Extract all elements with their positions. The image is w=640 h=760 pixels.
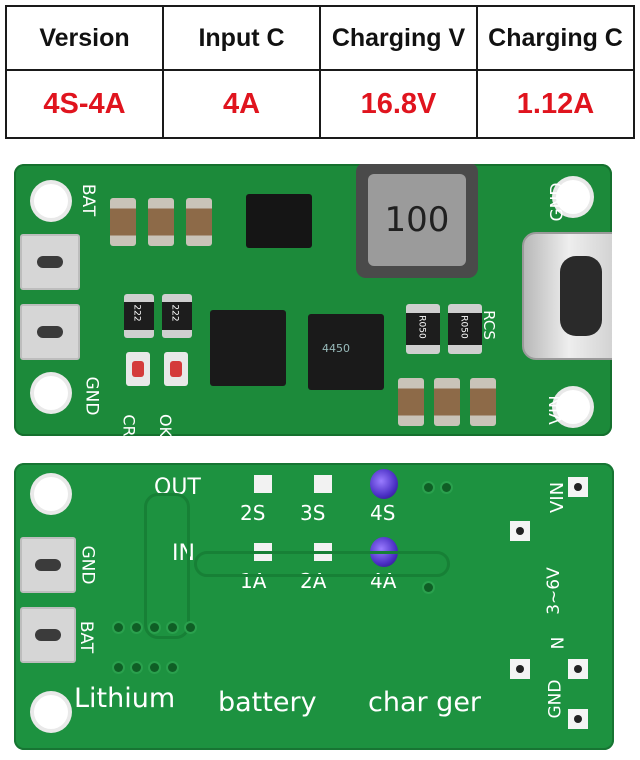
caption-charger: char ger <box>368 687 482 718</box>
resistor: 222 <box>124 294 154 338</box>
mount-hole <box>34 695 68 729</box>
usb-c-port <box>522 232 612 360</box>
value-input-current: 4A <box>162 69 321 139</box>
via <box>132 663 141 672</box>
mount-hole <box>34 184 68 218</box>
pcb-trace <box>144 493 190 639</box>
via <box>150 623 159 632</box>
bat-terminal-pad <box>20 234 80 290</box>
pcb-bottom-side: GND BAT OUT IN 2S 3S 4S 1A 2A 4A <box>14 463 614 750</box>
via <box>150 663 159 672</box>
bat-terminal-pad <box>20 607 76 663</box>
capacitor <box>434 378 460 426</box>
sense-resistor: R050 <box>406 304 440 354</box>
silk-1a: 1A <box>240 569 267 593</box>
silk-n: N <box>548 636 569 650</box>
silk-cr: CR <box>119 414 139 436</box>
silk-3-6v: 3~6V <box>543 567 564 615</box>
silk-bat: BAT <box>78 183 99 217</box>
pcb-top-side: BAT GND GND VIN CR OK RCS 100 222 222 44… <box>14 164 612 436</box>
via <box>132 623 141 632</box>
value-version: 4S-4A <box>5 69 164 139</box>
capacitor <box>110 198 136 246</box>
value-charging-voltage: 16.8V <box>319 69 478 139</box>
spec-header-row: Version Input C Charging V Charging C <box>5 5 635 71</box>
silk-gnd: GND <box>77 545 98 585</box>
mount-hole <box>556 180 590 214</box>
via <box>168 623 177 632</box>
power-inductor: 100 <box>356 164 478 278</box>
mount-hole <box>556 390 590 424</box>
mosfet-ic: 4450 <box>308 314 384 390</box>
silk-2a: 2A <box>300 569 327 593</box>
value-charging-current: 1.12A <box>476 69 635 139</box>
silk-vin: VIN <box>547 481 569 514</box>
via <box>114 663 123 672</box>
silk-ok: OK <box>156 413 176 436</box>
spec-value-row: 4S-4A 4A 16.8V 1.12A <box>5 69 635 139</box>
silk-bat: BAT <box>76 620 97 654</box>
gnd-terminal-pad <box>20 537 76 593</box>
via <box>442 483 451 492</box>
mount-hole <box>34 376 68 410</box>
silk-gnd: GND <box>81 376 102 416</box>
resistor: 222 <box>162 294 192 338</box>
schottky-diode <box>246 194 312 248</box>
test-pad <box>510 521 530 541</box>
via <box>114 623 123 632</box>
silk-gnd-right: GND <box>547 182 568 222</box>
test-pad <box>568 709 588 729</box>
capacitor <box>398 378 424 426</box>
header-charging-current: Charging C <box>476 5 635 71</box>
caption-battery: battery <box>218 687 317 718</box>
caption-lithium: Lithium <box>74 683 176 714</box>
gnd-pad <box>568 659 588 679</box>
sense-resistor: R050 <box>448 304 482 354</box>
via <box>186 623 195 632</box>
spec-table: Version Input C Charging V Charging C 4S… <box>5 5 635 139</box>
silk-4a: 4A <box>370 569 397 593</box>
gnd-terminal-pad <box>20 304 80 360</box>
capacitor <box>148 198 174 246</box>
via <box>424 583 433 592</box>
test-pad <box>510 659 530 679</box>
capacitor <box>186 198 212 246</box>
inductor-marking: 100 <box>368 174 466 266</box>
via <box>424 483 433 492</box>
jumper-2s <box>254 475 272 493</box>
silk-2s: 2S <box>240 501 266 525</box>
silk-vin: VIN <box>546 395 567 425</box>
capacitor <box>470 378 496 426</box>
jumper-3s <box>314 475 332 493</box>
charger-ic <box>210 310 286 386</box>
header-input-current: Input C <box>162 5 321 71</box>
header-charging-voltage: Charging V <box>319 5 478 71</box>
cr-led <box>126 352 150 386</box>
silk-rcs: RCS <box>479 310 498 340</box>
product-photo: BAT GND GND VIN CR OK RCS 100 222 222 44… <box>0 140 640 760</box>
solder-bridge-4s <box>370 469 398 499</box>
silk-4s: 4S <box>370 501 396 525</box>
mount-hole <box>34 477 68 511</box>
header-version: Version <box>5 5 164 71</box>
pcb-trace <box>194 551 450 577</box>
via <box>168 663 177 672</box>
ok-led <box>164 352 188 386</box>
silk-gnd-right: GND <box>545 679 566 719</box>
silk-3s: 3S <box>300 501 326 525</box>
vin-pad <box>568 477 588 497</box>
